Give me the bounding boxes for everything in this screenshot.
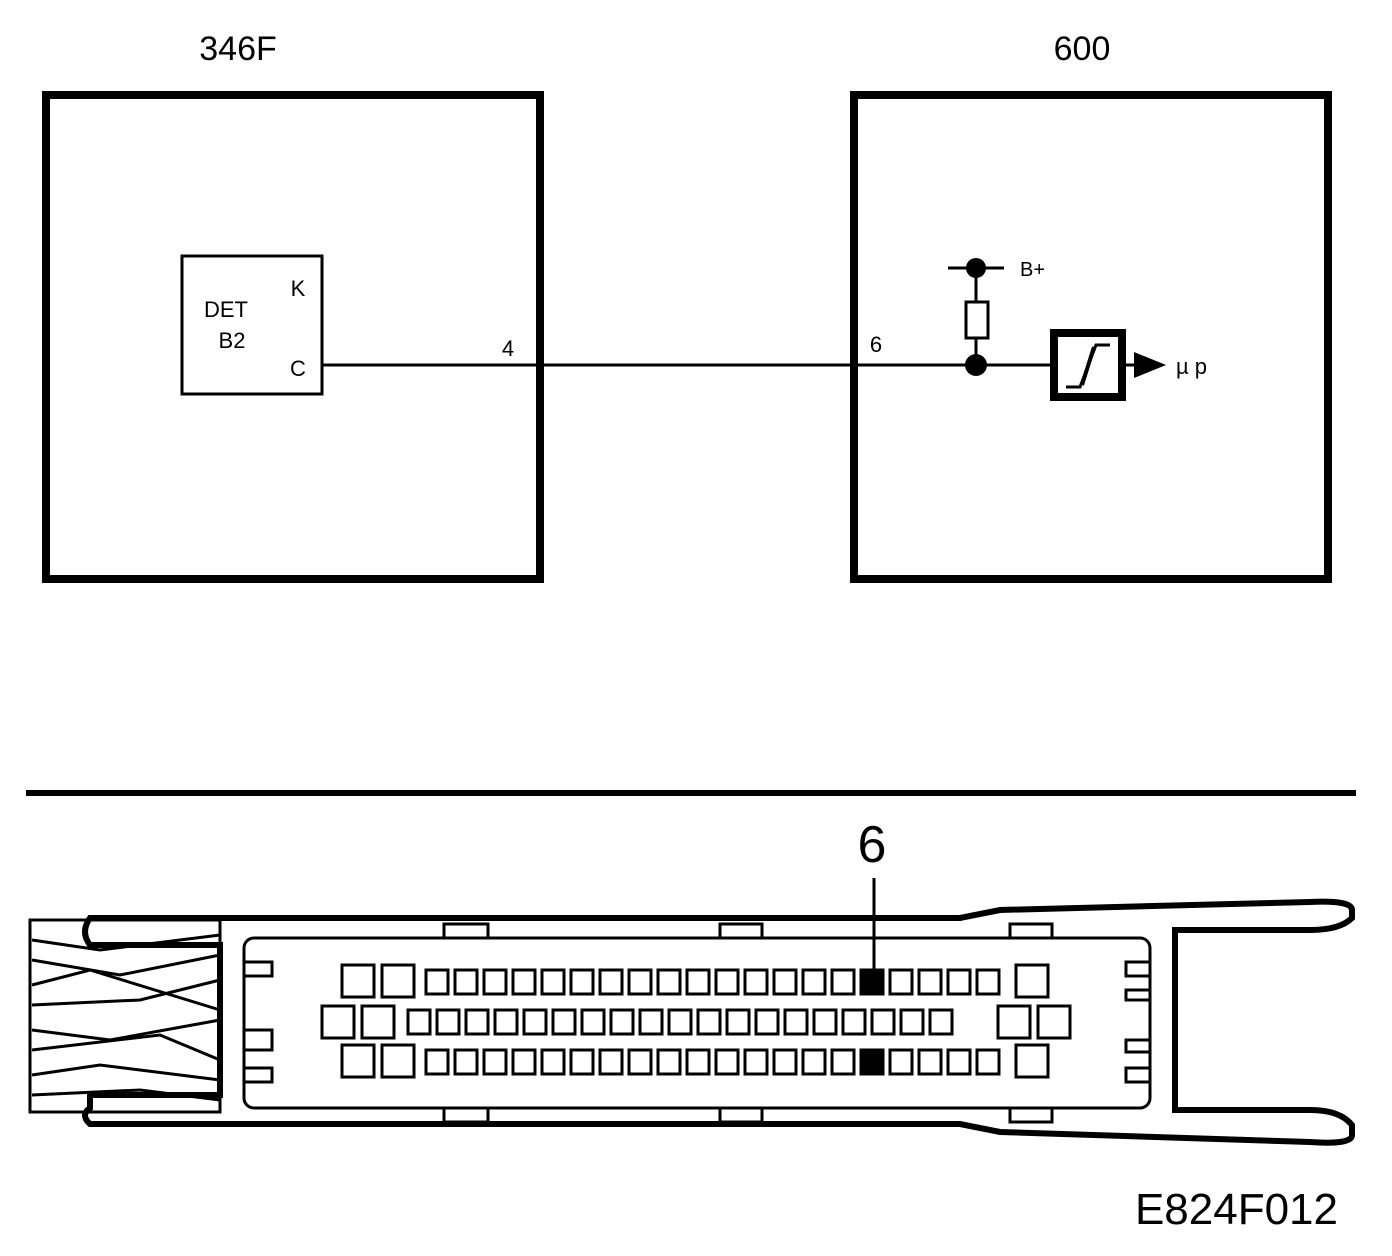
pin-c-label: C (290, 356, 306, 381)
terminal-cavity (725, 1008, 751, 1036)
large-terminal (340, 1043, 376, 1079)
highlighted-terminal (859, 968, 885, 996)
right-pin-number: 6 (870, 332, 882, 357)
terminal-cavity (772, 968, 798, 996)
right-module-label: 600 (1054, 30, 1111, 68)
terminal-cavity (801, 968, 827, 996)
terminal-cavity (435, 1008, 461, 1036)
terminal-cavity (627, 968, 653, 996)
large-terminal (1014, 963, 1050, 999)
terminal-cavity (888, 1048, 914, 1076)
terminal-cavity (754, 1008, 780, 1036)
terminal-cavity (743, 968, 769, 996)
wire-bundle (28, 918, 222, 1114)
terminal-cavity (928, 1008, 954, 1036)
terminal-cavity (609, 1008, 635, 1036)
terminal-cavity (511, 1048, 537, 1076)
det-b2-component (180, 254, 324, 396)
component-label-line2: B2 (219, 328, 246, 353)
supply-label: B+ (1020, 259, 1045, 281)
terminal-cavity (714, 1048, 740, 1076)
output-arrow-icon (1134, 352, 1166, 378)
terminal-cavity (812, 1008, 838, 1036)
terminal-cavity (511, 968, 537, 996)
schmitt-slash (1080, 346, 1096, 386)
terminal-cavity (899, 1008, 925, 1036)
connector-pin-callout: 6 (858, 816, 887, 874)
component-label-line1: DET (204, 297, 248, 322)
terminal-cavity (540, 1048, 566, 1076)
large-terminal (380, 1043, 416, 1079)
terminal-cavity (406, 1008, 432, 1036)
highlighted-terminal (859, 1048, 885, 1076)
terminal-cavity (638, 1008, 664, 1036)
left-module: 346F DET B2 K C 4 (42, 30, 544, 583)
terminal-cavity (946, 968, 972, 996)
terminal-cavity (917, 1048, 943, 1076)
right-module: 600 6 B+ µ p (850, 30, 1332, 583)
connector-view: 6 (28, 816, 1355, 1146)
output-label: µ p (1176, 354, 1207, 379)
terminal-cavity (917, 968, 943, 996)
terminal-cavity (830, 1048, 856, 1076)
terminal-cavity (975, 1048, 1001, 1076)
connector-housing (82, 898, 1355, 1146)
terminal-cavity (685, 1048, 711, 1076)
terminal-cavity (453, 1048, 479, 1076)
large-terminal (360, 1004, 396, 1040)
terminal-cavity (580, 1008, 606, 1036)
terminal-cavity (482, 968, 508, 996)
terminal-cavity (946, 1048, 972, 1076)
terminal-cavity (772, 1048, 798, 1076)
terminal-cavity (870, 1008, 896, 1036)
large-terminal (380, 963, 416, 999)
large-terminal (340, 963, 376, 999)
left-module-label: 346F (199, 30, 277, 68)
terminal-cavity (801, 1048, 827, 1076)
terminal-cavity (540, 968, 566, 996)
terminal-cavity (482, 1048, 508, 1076)
terminal-cavity (424, 968, 450, 996)
terminal-cavity (598, 968, 624, 996)
terminal-cavity (714, 968, 740, 996)
terminal-cavity (656, 968, 682, 996)
figure-code: E824F012 (1135, 1185, 1338, 1234)
terminal-cavity (696, 1008, 722, 1036)
large-terminal (320, 1004, 356, 1040)
terminal-cavity (522, 1008, 548, 1036)
left-module-box (42, 91, 544, 583)
terminal-cavity (888, 968, 914, 996)
large-terminal (1014, 1043, 1050, 1079)
terminal-cavity (627, 1048, 653, 1076)
pin-rows (406, 968, 1001, 1076)
terminal-cavity (551, 1008, 577, 1036)
terminal-cavity (464, 1008, 490, 1036)
terminal-cavity (424, 1048, 450, 1076)
terminal-cavity (975, 968, 1001, 996)
terminal-cavity (743, 1048, 769, 1076)
terminal-cavity (685, 968, 711, 996)
terminal-cavity (667, 1008, 693, 1036)
pullup-resistor (964, 300, 990, 340)
terminal-cavity (569, 968, 595, 996)
terminal-cavity (830, 968, 856, 996)
terminal-cavity (656, 1048, 682, 1076)
pin-k-label: K (291, 276, 306, 301)
right-module-box (850, 91, 1332, 583)
large-terminal (996, 1004, 1032, 1040)
left-pin-number: 4 (502, 336, 514, 361)
terminal-cavity (569, 1048, 595, 1076)
terminal-cavity (453, 968, 479, 996)
large-terminal (1036, 1004, 1072, 1040)
terminal-cavity (598, 1048, 624, 1076)
terminal-cavity (841, 1008, 867, 1036)
terminal-cavity (493, 1008, 519, 1036)
connector-face (242, 936, 1152, 1110)
terminal-cavity (783, 1008, 809, 1036)
